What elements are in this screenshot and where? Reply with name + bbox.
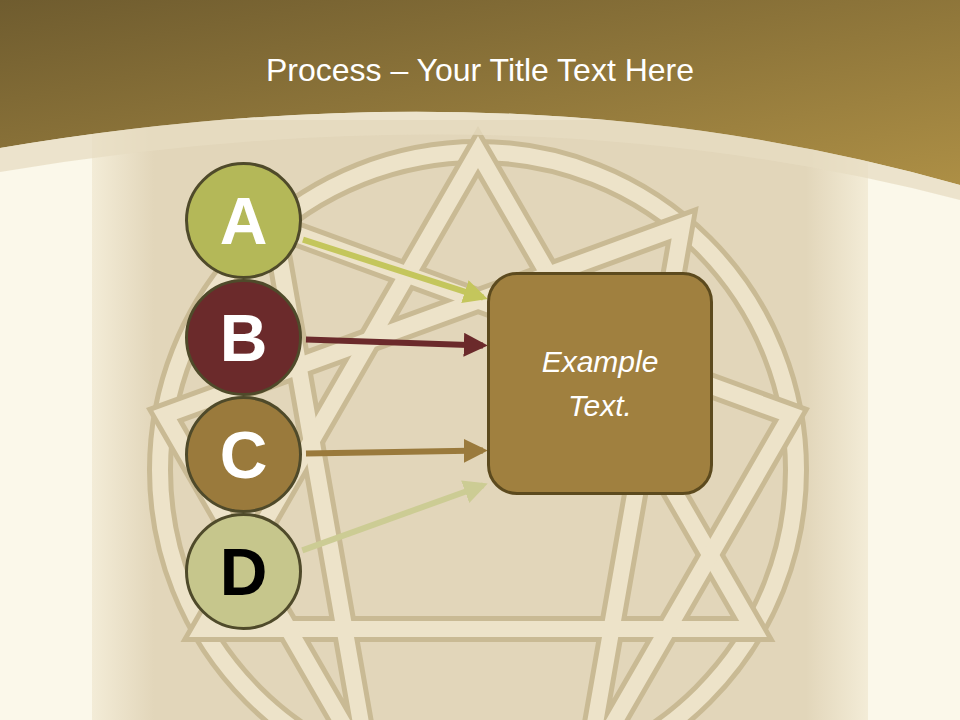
step-letter: A [220,183,268,259]
flow-arrow [306,340,483,346]
step-circle: C [185,396,302,513]
process-box: Example Text. [487,272,713,495]
step-letter: C [220,417,268,493]
flow-arrow [302,485,483,550]
step-letter: B [220,300,268,376]
flow-arrow [306,450,483,453]
step-letter: D [220,534,268,610]
header-stripe [0,112,960,200]
box-text: Example Text. [510,340,690,427]
center-panel [92,120,868,720]
enneagram-watermark [160,152,796,720]
step-circle: D [185,513,302,630]
step-circle: A [185,162,302,279]
step-circle: B [185,279,302,396]
slide-title: Process – Your Title Text Here [0,52,960,89]
flow-arrow [303,240,483,298]
